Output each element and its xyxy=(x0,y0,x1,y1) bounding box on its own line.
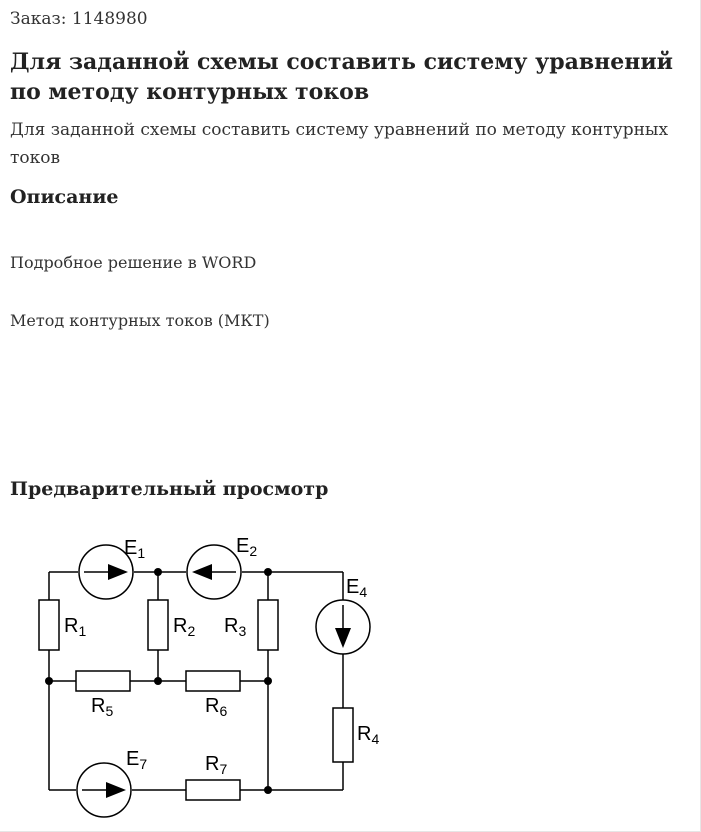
lead-text: Для заданной схемы составить систему ура… xyxy=(10,120,669,168)
circuit-wires xyxy=(48,571,344,791)
order-label: Заказ: xyxy=(10,9,67,29)
order-value: 1148980 xyxy=(71,9,148,29)
preview-heading: Предварительный просмотр xyxy=(10,478,329,500)
source-e4 xyxy=(315,599,371,655)
resistor-label-r3: R3 xyxy=(224,615,246,639)
resistor-label-r6: R6 xyxy=(205,695,227,719)
order-number: Заказ: 1148980 xyxy=(10,9,148,29)
page-title: Для заданной схемы составить систему ура… xyxy=(10,49,673,105)
resistor-label-r4: R4 xyxy=(357,723,379,747)
source-e2 xyxy=(186,544,242,600)
resistor-r5 xyxy=(75,670,131,692)
resistor-label-r1: R1 xyxy=(64,615,86,639)
node-dot xyxy=(154,568,162,576)
node-dot xyxy=(264,786,272,794)
description-paragraph: Подробное решение в WORD xyxy=(10,253,257,272)
resistor-r4 xyxy=(332,707,354,763)
circuit-nodes xyxy=(45,568,272,794)
resistor-label-r5: R5 xyxy=(91,695,113,719)
source-label-e1: E1 xyxy=(124,537,145,561)
node-dot xyxy=(45,677,53,685)
source-label-e7: E7 xyxy=(126,748,147,772)
node-dot xyxy=(264,568,272,576)
circuit-diagram: E1 E2 E4 E7 R1 R2 R3 R4 R5 R6 R7 xyxy=(38,535,379,818)
resistor-label-r7: R7 xyxy=(205,753,227,777)
source-label-e4: E4 xyxy=(346,576,367,600)
resistor-r3 xyxy=(257,599,279,651)
resistor-r6 xyxy=(185,670,241,692)
node-dot xyxy=(264,677,272,685)
node-dot xyxy=(154,677,162,685)
source-label-e2: E2 xyxy=(236,535,257,559)
resistor-r1 xyxy=(38,599,60,651)
resistor-r7 xyxy=(185,779,241,801)
description-heading: Описание xyxy=(10,186,119,208)
resistor-r2 xyxy=(147,599,169,651)
source-e1 xyxy=(78,544,134,600)
description-paragraph: Метод контурных токов (МКТ) xyxy=(10,311,270,330)
resistor-label-r2: R2 xyxy=(173,615,195,639)
source-e7 xyxy=(76,762,132,818)
